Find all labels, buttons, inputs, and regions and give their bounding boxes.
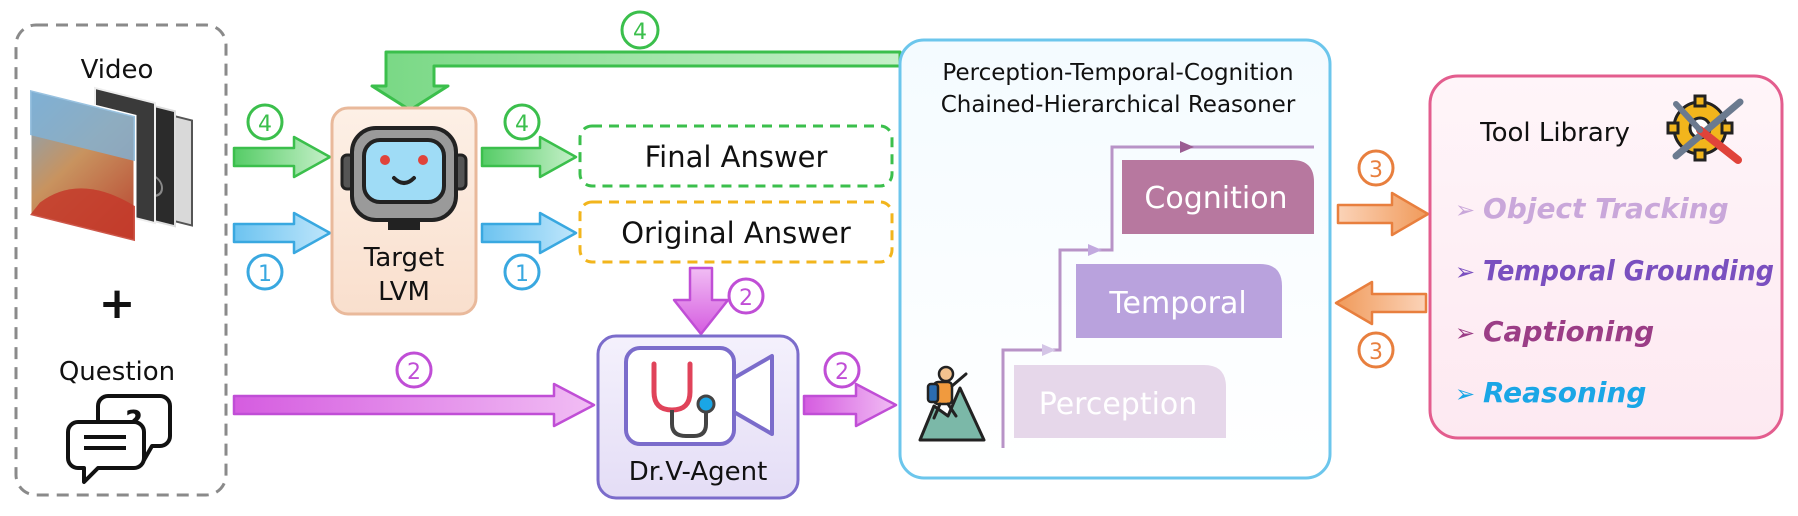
step-4-marker-top: 4 — [620, 10, 660, 50]
tool-name-reasoning: Reasoning — [1483, 376, 1646, 409]
lvm-to-original-arrow — [480, 211, 578, 255]
dr-v-agent-box: Dr.V-Agent — [596, 334, 800, 500]
tools-to-reasoner-arrow — [1334, 280, 1428, 326]
target-lvm-line1: Target — [363, 243, 444, 273]
input-panel: Video + Question ? — [14, 23, 228, 497]
step-2-marker-top: 2 — [727, 277, 765, 315]
tools-gear-icon — [1666, 94, 1744, 164]
level-cognition: Cognition — [1122, 160, 1314, 234]
original-answer-label: Original Answer — [621, 216, 851, 250]
reasoner-to-tools-arrow — [1336, 191, 1430, 237]
tool-item-temporal-grounding: ➢ Temporal Grounding — [1455, 254, 1774, 287]
agent-label: Dr.V-Agent — [629, 457, 768, 487]
tool-item-reasoning: ➢ Reasoning — [1455, 376, 1646, 409]
video-label: Video — [81, 55, 154, 85]
tool-bullet: ➢ — [1455, 319, 1475, 347]
stair-arrow-3 — [1180, 141, 1194, 153]
robot-icon — [340, 126, 468, 230]
step-4-marker-mid: 4 — [503, 103, 541, 141]
tool-name-temporal-grounding: Temporal Grounding — [1483, 254, 1774, 287]
step-3-marker-top: 3 — [1357, 149, 1395, 187]
svg-text:4: 4 — [515, 112, 529, 137]
reasoner-box: Perception-Temporal-Cognition Chained-Hi… — [898, 38, 1332, 480]
step-2-marker-left: 2 — [395, 351, 433, 389]
tool-library-box: Tool Library ➢ Object Tracking ➢ Tempora… — [1428, 74, 1784, 440]
step-3-marker-bottom: 3 — [1357, 331, 1395, 369]
video-frames-icon — [28, 86, 193, 244]
svg-text:1: 1 — [515, 262, 529, 287]
question-to-agent-arrow — [232, 382, 596, 428]
video-to-lvm-step1-arrow — [232, 211, 332, 255]
svg-text:3: 3 — [1369, 340, 1383, 365]
original-to-agent-arrow — [672, 266, 730, 336]
step-4-marker-left: 4 — [246, 103, 284, 141]
tool-library-title: Tool Library — [1479, 118, 1630, 148]
tool-item-captioning: ➢ Captioning — [1455, 315, 1654, 348]
svg-text:4: 4 — [633, 20, 647, 45]
step-1-marker-left: 1 — [246, 253, 284, 291]
stair-arrow-1 — [1042, 344, 1056, 356]
feedback-arrow — [370, 50, 902, 112]
mountain-climber-icon — [918, 365, 986, 442]
tool-bullet: ➢ — [1455, 258, 1475, 286]
level-perception-label: Perception — [1039, 387, 1198, 422]
stethoscope-camera-icon — [624, 346, 774, 446]
chat-bubbles-icon: ? — [66, 394, 172, 484]
level-temporal-label: Temporal — [1108, 286, 1246, 321]
tool-bullet: ➢ — [1455, 380, 1475, 408]
stair-arrow-2 — [1088, 244, 1102, 256]
svg-text:2: 2 — [739, 286, 753, 311]
tool-bullet: ➢ — [1455, 196, 1475, 224]
target-lvm-line2: LVM — [378, 277, 430, 307]
agent-to-reasoner-arrow — [802, 382, 898, 428]
tool-name-object-tracking: Object Tracking — [1483, 192, 1729, 225]
tool-item-object-tracking: ➢ Object Tracking — [1455, 192, 1729, 225]
svg-text:2: 2 — [407, 360, 421, 385]
video-to-lvm-step4-arrow — [232, 135, 332, 179]
tool-name-captioning: Captioning — [1483, 315, 1654, 348]
original-answer-box: Original Answer — [578, 200, 894, 264]
lvm-to-final-arrow — [480, 135, 578, 179]
step-1-marker-mid: 1 — [503, 253, 541, 291]
svg-text:3: 3 — [1369, 158, 1383, 183]
svg-text:2: 2 — [835, 360, 849, 385]
step-2-marker-right: 2 — [823, 351, 861, 389]
final-answer-label: Final Answer — [645, 140, 828, 174]
reasoner-title-line1: Perception-Temporal-Cognition — [942, 60, 1293, 86]
reasoning-stair-path — [1001, 145, 1314, 448]
svg-text:4: 4 — [258, 112, 272, 137]
svg-text:1: 1 — [258, 262, 272, 287]
final-answer-box: Final Answer — [578, 124, 894, 188]
target-lvm-box: Target LVM — [330, 106, 478, 316]
level-perception: Perception — [1014, 365, 1226, 438]
level-temporal: Temporal — [1076, 264, 1282, 338]
level-cognition-label: Cognition — [1144, 181, 1287, 216]
plus-sign: + — [99, 278, 136, 329]
question-label: Question — [59, 357, 175, 387]
reasoner-title-line2: Chained-Hierarchical Reasoner — [941, 92, 1296, 118]
